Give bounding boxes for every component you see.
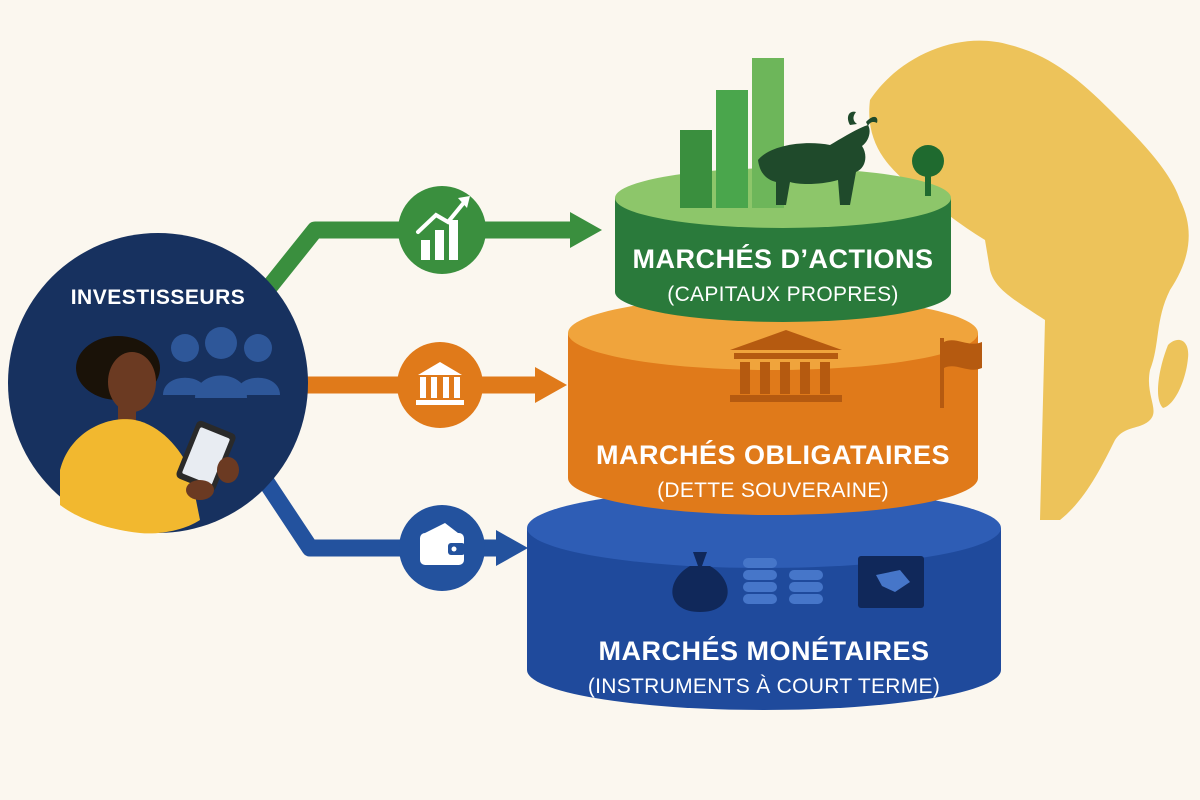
madagascar-shape [1157, 339, 1189, 408]
tier-money-subtitle: (INSTRUMENTS À COURT TERME) [588, 675, 940, 698]
coin-stack-icon [743, 558, 823, 604]
tier-equity-subtitle: (CAPITAUX PROPRES) [667, 283, 898, 306]
tier-bond-title: MARCHÉS OBLIGATAIRES [596, 439, 950, 470]
investors-group: INVESTISSEURS [8, 233, 308, 534]
growth-bar-chart-icon [680, 58, 784, 208]
flow-arrow-money [247, 460, 528, 566]
bank-building-icon [397, 342, 483, 428]
tier-equity-markets: MARCHÉS D’ACTIONS (CAPITAUX PROPRES) [615, 58, 951, 322]
tier-money-markets: MARCHÉS MONÉTAIRES (INSTRUMENTS À COURT … [527, 488, 1001, 710]
investor-person-icon [60, 336, 239, 534]
tier-bond-subtitle: (DETTE SOUVERAINE) [657, 479, 889, 502]
flag-icon [940, 338, 982, 408]
tier-bond-markets: MARCHÉS OBLIGATAIRES (DETTE SOUVERAINE) [568, 296, 982, 515]
tree-icon [912, 145, 944, 196]
wallet-icon [399, 505, 485, 591]
growth-chart-icon [398, 186, 486, 274]
africa-map-shape [869, 40, 1189, 521]
government-building-icon [730, 330, 842, 402]
flow-arrow-equity [248, 212, 602, 311]
tier-equity-title: MARCHÉS D’ACTIONS [632, 243, 933, 274]
tier-money-title: MARCHÉS MONÉTAIRES [598, 635, 929, 666]
crowd-icon [163, 327, 280, 398]
money-bag-icon [672, 552, 728, 612]
investors-label: INVESTISSEURS [71, 286, 246, 309]
banknote-icon [858, 556, 924, 608]
bull-icon [758, 111, 878, 205]
